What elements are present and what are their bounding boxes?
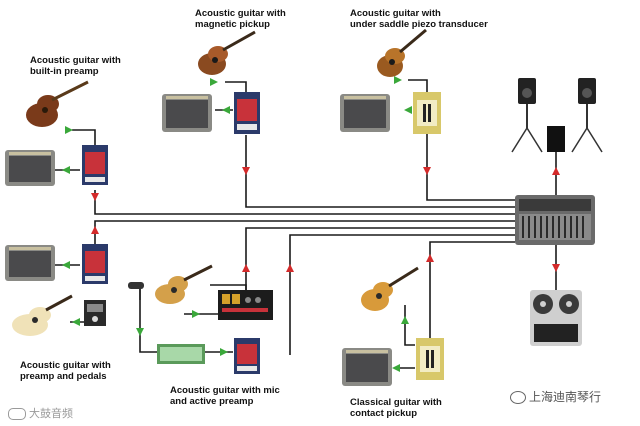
guitar-builtin-icon (26, 80, 89, 127)
label-builtin-line2: built-in preamp (30, 66, 99, 77)
label-classical-line1: Classical guitar with (350, 397, 442, 408)
label-magnetic-line2: magnetic pickup (195, 19, 270, 30)
watermark-left: 大鼓音频 (8, 405, 73, 421)
di-box-classical (416, 338, 444, 380)
label-mic-line2: and active preamp (170, 396, 254, 407)
microphone-icon (128, 282, 144, 300)
di-box-pedals (82, 244, 108, 284)
wire-mic-preamp (245, 227, 515, 290)
label-piezo: Acoustic guitar with under saddle piezo … (350, 8, 488, 30)
speaker-left-icon (511, 78, 543, 153)
label-pedals-line1: Acoustic guitar with (20, 360, 111, 371)
wire-mic-to-di (139, 300, 157, 353)
arrow-up-mic-di (286, 264, 294, 272)
mic-preamp-rack (218, 290, 273, 320)
speaker-right-icon (571, 78, 603, 153)
wire-builtin (94, 190, 515, 215)
wire-classical (429, 241, 515, 338)
brand-logo-icon (8, 408, 26, 420)
arrow-down-recorder (552, 264, 560, 272)
pedal-unit (84, 300, 106, 326)
label-classical: Classical guitar with contact pickup (350, 397, 442, 419)
watermark-right: 上海迪南琴行 (510, 388, 601, 405)
label-piezo-line1: Acoustic guitar with (350, 8, 441, 19)
signal-wires (55, 79, 557, 369)
arrow-down-piezo (423, 167, 431, 175)
di-box-builtin (82, 145, 108, 185)
label-mic: Acoustic guitar with mic and active prea… (170, 385, 280, 407)
watermark-left-text: 大鼓音频 (29, 407, 73, 420)
wechat-icon (510, 391, 526, 404)
label-magnetic: Acoustic guitar with magnetic pickup (195, 8, 286, 30)
arrow-down-magnetic (242, 167, 250, 175)
label-builtin-line1: Acoustic guitar with (30, 55, 121, 66)
guitar-mic-icon (155, 264, 213, 304)
guitar-piezo-icon (377, 28, 427, 77)
guitar-magnetic-icon (198, 30, 256, 75)
label-mic-line1: Acoustic guitar with mic (170, 385, 280, 396)
amp-builtin (5, 150, 55, 186)
label-pedals: Acoustic guitar with preamp and pedals (20, 360, 111, 382)
arrow-up-speaker (552, 167, 560, 175)
watermark-right-text: 上海迪南琴行 (529, 390, 602, 404)
subwoofer-icon (547, 126, 565, 152)
wire-piezo (426, 133, 515, 201)
red-arrows (91, 167, 560, 272)
di-box-magnetic (234, 92, 260, 134)
label-builtin: Acoustic guitar with built-in preamp (30, 55, 121, 77)
label-magnetic-line1: Acoustic guitar with (195, 8, 286, 19)
di-box-mic (234, 338, 260, 374)
arrow-up-pedals (91, 226, 99, 234)
arrow-up-classical (426, 254, 434, 262)
mixer-console-icon (515, 195, 595, 245)
wire-pedals (94, 220, 515, 244)
green-arrows (62, 76, 412, 372)
guitar-classical-icon (361, 266, 419, 311)
label-classical-line2: contact pickup (350, 408, 418, 419)
guitar-pedals-icon (12, 294, 73, 336)
wire-magnetic (245, 135, 515, 208)
mic-di-green (157, 344, 205, 364)
amp-piezo (340, 94, 390, 132)
arrow-down-builtin (91, 193, 99, 201)
arrow-up-mic-preamp (242, 264, 250, 272)
amp-pedals (5, 245, 55, 281)
amp-classical (342, 348, 392, 386)
amp-magnetic (162, 94, 212, 132)
label-piezo-line2: under saddle piezo transducer (350, 19, 488, 30)
wire-mic-di (289, 234, 515, 355)
reel-to-reel-recorder-icon (530, 290, 582, 346)
label-pedals-line2: preamp and pedals (20, 371, 107, 382)
di-box-piezo (413, 92, 441, 134)
